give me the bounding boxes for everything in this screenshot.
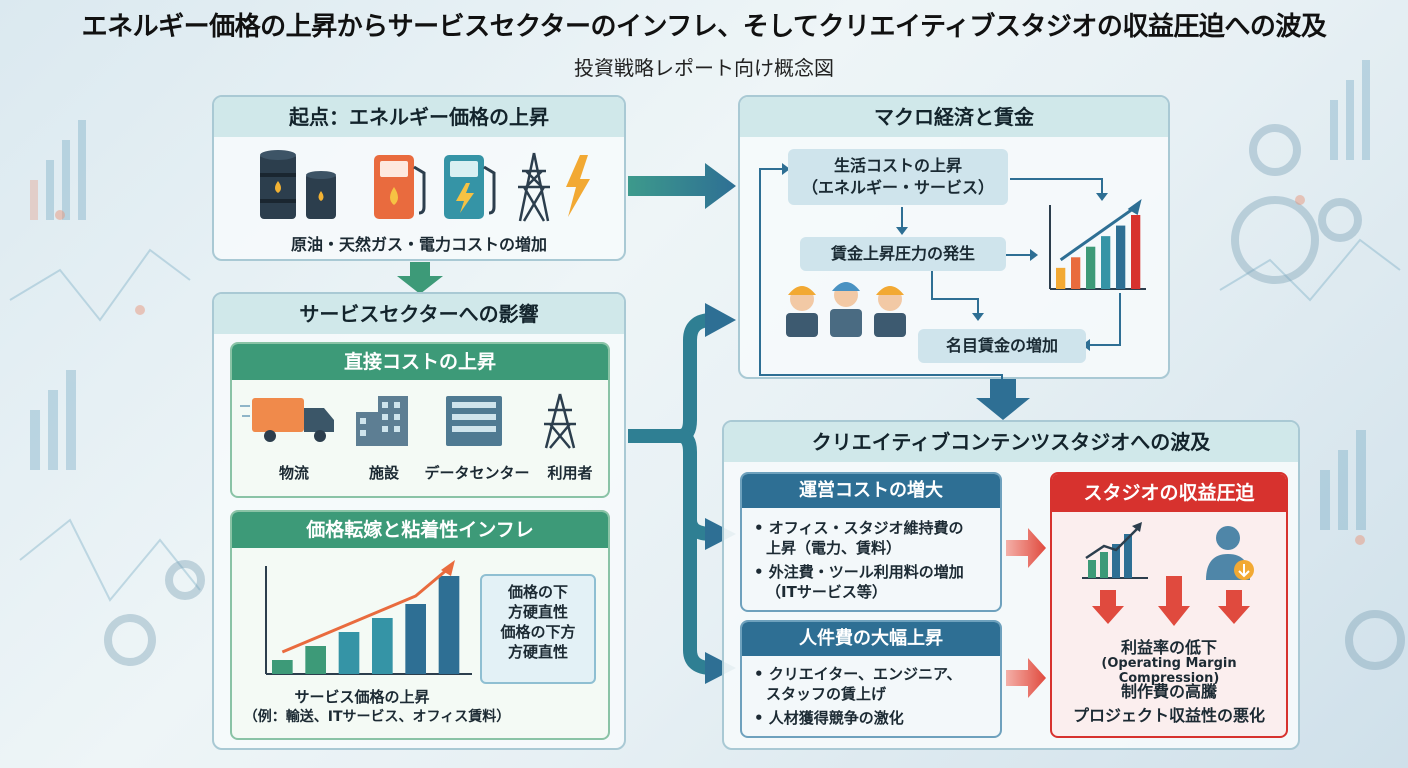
opex-bullet-2: • 外注費・ツール利用料の増加 [754, 563, 964, 581]
margin-line-2: (Operating Margin Compression) [1101, 656, 1237, 686]
direct-cost-title: 直接コストの上昇 [232, 344, 608, 380]
arrow-origin-to-service [397, 262, 443, 294]
pass-caption-1: サービス価格の上昇 [294, 688, 430, 706]
bar-1 [1056, 267, 1066, 289]
macro-title: マクロ経済と賃金 [740, 97, 1168, 137]
person-down-icon [1206, 526, 1254, 580]
trend-line [281, 566, 450, 654]
power-tower-icon [518, 152, 550, 222]
wage-growth-chart [1049, 199, 1146, 290]
bar-6 [1131, 215, 1141, 289]
trend-line [1059, 205, 1137, 262]
down-arrows-icon [1092, 576, 1250, 626]
direct-item-logistics: 物流 [278, 464, 309, 482]
margin-icons [1082, 522, 1254, 626]
service-title: サービスセクターへの影響 [214, 294, 624, 334]
bar-6 [438, 576, 460, 674]
bar-3 [1086, 246, 1096, 289]
arrow-opex-to-margin [1006, 528, 1046, 568]
gas-pump-icon [374, 155, 426, 219]
subtitle: 投資戦略レポート向け概念図 [574, 56, 834, 80]
labor-bullet-2: • 人材獲得競争の激化 [754, 709, 904, 727]
labor-bullet-1: • クリエイター、エンジニア、 [754, 665, 962, 683]
origin-caption: 原油・天然ガス・電力コストの増加 [290, 235, 547, 254]
origin-title: 起点：エネルギー価格の上昇 [214, 97, 624, 137]
margin-line-3: 制作費の高騰 [1120, 682, 1217, 701]
ev-charger-icon [444, 155, 496, 219]
bar-2 [305, 646, 326, 674]
arrow-macro-to-studio [976, 378, 1030, 420]
nominal-wage-box: 名目賃金の増加 [918, 329, 1086, 363]
bar-5 [1116, 225, 1126, 289]
living-cost-box: 生活コストの上昇 （エネルギー・サービス） [788, 149, 1008, 205]
studio-arrows [1006, 528, 1046, 698]
direct-item-users: 利用者 [547, 464, 593, 482]
building-icon [356, 396, 408, 446]
opex-bullet-2b: （ITサービス等） [766, 583, 887, 601]
bar-1 [272, 660, 293, 674]
callout-line-4: 方硬直性 [507, 643, 568, 661]
energy-icons [260, 150, 590, 222]
living-cost-line2: （エネルギー・サービス） [801, 178, 994, 197]
main-title: エネルギー価格の上昇からサービスセクターのインフレ、そしてクリエイティブスタジオ… [81, 12, 1327, 42]
opex-title: 運営コストの増大 [742, 474, 1000, 508]
margin-panel: スタジオの収益圧迫 利益率の低下 [1050, 472, 1288, 738]
bar-4 [372, 618, 393, 674]
macro-flow-lines [759, 163, 1121, 379]
arrow-labor-to-margin [1006, 658, 1046, 698]
bar-4 [1101, 236, 1111, 289]
living-cost-line1: 生活コストの上昇 [833, 156, 962, 175]
margin-line-1: 利益率の低下 [1120, 638, 1217, 657]
trend-arrowhead [441, 560, 455, 576]
opex-bullet-1: • オフィス・スタジオ維持費の [754, 519, 964, 537]
oil-barrel-icon [260, 150, 336, 219]
macro-panel: マクロ経済と賃金 生活コストの上昇 （エネルギー・サービス） 賃金上昇圧力の発生 [738, 95, 1170, 379]
wage-pressure-box: 賃金上昇圧力の発生 [800, 237, 1006, 271]
bar-3 [338, 632, 360, 674]
truck-icon [240, 398, 334, 442]
margin-line-4: プロジェクト収益性の悪化 [1072, 706, 1265, 725]
direct-cost-icons [240, 393, 576, 449]
growth-chart-icon [1082, 522, 1148, 579]
workers-icon [786, 282, 906, 337]
service-panel: サービスセクターへの影響 直接コストの上昇 物流 施設 [212, 292, 626, 750]
opex-bullet-1b: 上昇（電力、賃料） [766, 539, 902, 557]
pass-caption-2: （例：輸送、ITサービス、オフィス賃料） [243, 709, 511, 725]
power-tower-icon [544, 393, 576, 449]
callout-line-1: 価格の下 [507, 583, 568, 601]
labor-title: 人件費の大幅上昇 [742, 622, 1000, 656]
labor-bullet-1b: スタッフの賃上げ [766, 685, 887, 703]
pass-through-title: 価格転嫁と粘着性インフレ [232, 512, 608, 548]
origin-panel: 起点：エネルギー価格の上昇 原油・天然ガス・電力コストの増加 [212, 95, 626, 261]
trend-arrowhead [1127, 199, 1142, 215]
callout-line-3: 価格の下方 [500, 623, 576, 641]
pass-through-panel: 価格転嫁と粘着性インフレ 価格の下 方硬直性 価格の下方 方硬直性 サービス価格… [230, 510, 610, 740]
direct-item-datacenter: データセンター [424, 464, 530, 482]
bar-2 [1071, 257, 1081, 289]
studio-panel: クリエイティブコンテンツスタジオへの波及 運営コストの増大 • オフィス・スタジ… [722, 420, 1300, 750]
sticky-callout: 価格の下 方硬直性 価格の下方 方硬直性 [480, 574, 596, 684]
lightning-icon [566, 155, 590, 217]
service-price-chart [265, 560, 472, 675]
margin-title: スタジオの収益圧迫 [1052, 474, 1286, 512]
arrow-origin-to-macro [628, 163, 736, 209]
labor-panel: 人件費の大幅上昇 • クリエイター、エンジニア、 スタッフの賃上げ • 人材獲得… [740, 620, 1002, 738]
direct-cost-panel: 直接コストの上昇 物流 施設 データセンター 利用者 [230, 342, 610, 498]
studio-title: クリエイティブコンテンツスタジオへの波及 [724, 422, 1298, 462]
direct-item-facility: 施設 [368, 464, 399, 482]
datacenter-icon [446, 396, 502, 446]
callout-line-2: 方硬直性 [507, 603, 568, 621]
bar-5 [405, 604, 426, 674]
opex-panel: 運営コストの増大 • オフィス・スタジオ維持費の 上昇（電力、賃料） • 外注費… [740, 472, 1002, 612]
